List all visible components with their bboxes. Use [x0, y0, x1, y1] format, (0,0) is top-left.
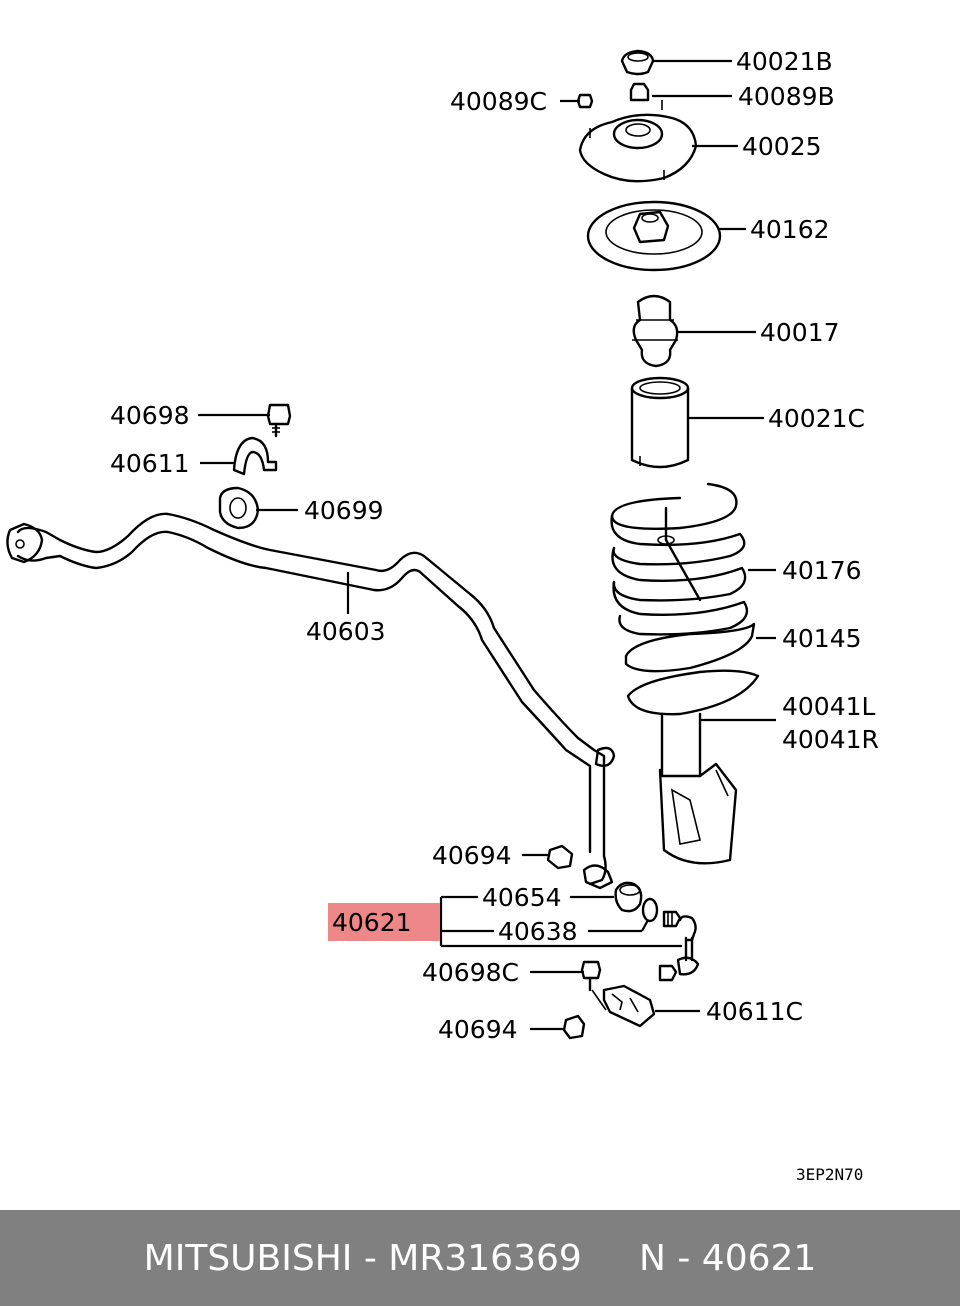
footer-part-number: MR316369: [388, 1237, 582, 1279]
label-40698c: 40698C: [422, 958, 519, 987]
label-40621: 40621: [332, 908, 412, 937]
bracket-40611c: [602, 984, 656, 1028]
spring-pad-40145: [624, 622, 756, 673]
nut-40694-lower: [562, 1014, 586, 1040]
stabilizer-link-40621: [658, 910, 700, 982]
label-40089b: 40089B: [738, 82, 835, 111]
label-40017: 40017: [760, 318, 840, 347]
footer-gap: [582, 1238, 639, 1279]
label-40694-upper: 40694: [432, 841, 512, 870]
strut-40041: [626, 669, 760, 865]
label-40025: 40025: [742, 132, 822, 161]
bracket-40611: [232, 436, 278, 476]
footer-bar: MITSUBISHI - MR316369 N - 40621: [0, 1210, 960, 1306]
spring-seat-40162: [586, 200, 722, 272]
footer-reference: N - 40621: [639, 1237, 817, 1279]
parts-diagram: 40021B 40089C 40089B 40025 40162 40017 4…: [6, 47, 879, 1184]
label-40611: 40611: [110, 449, 190, 478]
diagram-code: 3EP2N70: [796, 1165, 863, 1184]
label-40041l: 40041L: [782, 692, 876, 721]
leader-lines: [198, 59, 776, 1031]
highlight-box: [328, 903, 440, 941]
label-40176: 40176: [782, 556, 862, 585]
label-40638: 40638: [498, 917, 578, 946]
footer-separator: -: [352, 1237, 389, 1279]
part-labels: 40021B 40089C 40089B 40025 40162 40017 4…: [110, 47, 879, 1184]
label-40694-lower: 40694: [438, 1015, 518, 1044]
label-40699: 40699: [304, 496, 384, 525]
label-40603: 40603: [306, 617, 386, 646]
dust-cover-40021c: [630, 376, 690, 469]
bushing-40699: [218, 486, 260, 530]
label-40698: 40698: [110, 401, 190, 430]
bump-stop-40017: [632, 294, 679, 368]
footer-brand: MITSUBISHI: [143, 1237, 353, 1279]
label-40021b: 40021B: [736, 47, 833, 76]
coil-spring-40176: [610, 482, 749, 636]
label-40145: 40145: [782, 624, 862, 653]
label-40089c: 40089C: [450, 87, 547, 116]
ring-40638: [641, 897, 659, 923]
bolt-40698c: [580, 960, 607, 1011]
nut-40694-upper: [546, 844, 574, 870]
cap-40654: [614, 881, 643, 913]
label-40654: 40654: [482, 883, 562, 912]
label-40021c: 40021C: [768, 404, 865, 433]
nut-40021b: [620, 49, 655, 76]
stabilizer-bar-40603: [6, 512, 616, 890]
label-40611c: 40611C: [706, 997, 803, 1026]
nut-40089c: [576, 93, 594, 109]
strut-mount-40025: [578, 100, 698, 183]
label-40162: 40162: [750, 215, 830, 244]
label-40041r: 40041R: [782, 725, 879, 754]
bolt-40698: [266, 403, 292, 438]
nut-40089b: [629, 82, 650, 102]
